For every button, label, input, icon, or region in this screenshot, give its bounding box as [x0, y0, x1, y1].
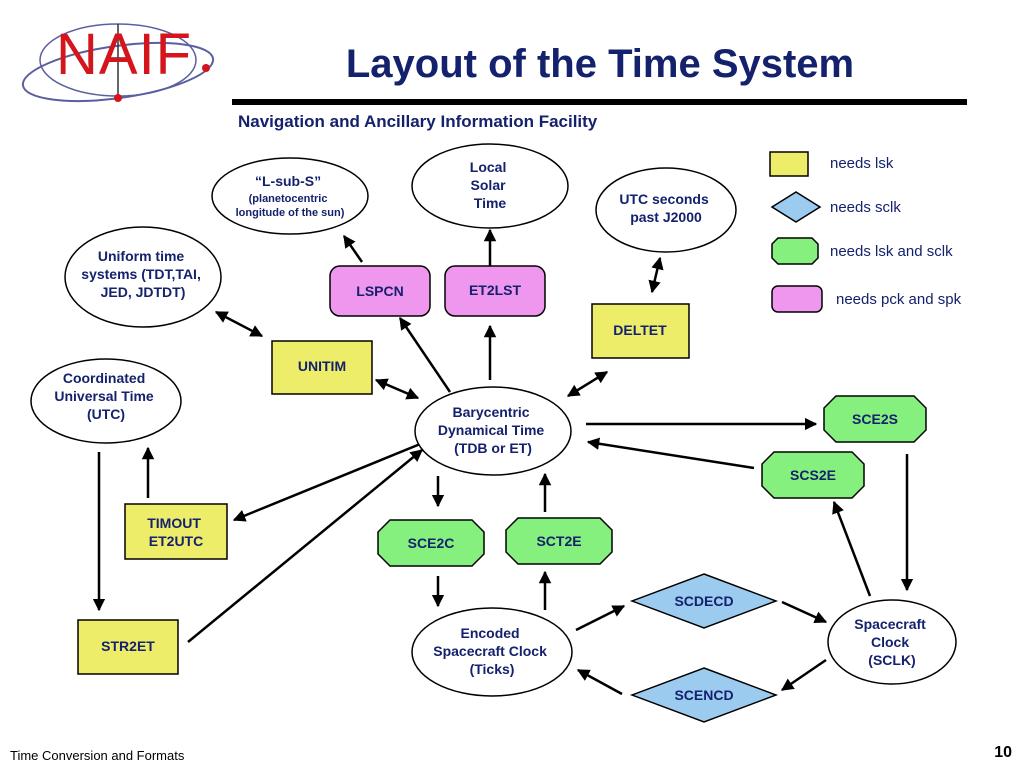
arrow-scdecd-sclk — [781, 600, 828, 624]
node-tdb — [414, 386, 572, 476]
node-et2lst — [444, 265, 546, 317]
arrow-str2et-tdb — [187, 449, 423, 643]
page-title: Layout of the Time System — [345, 42, 855, 86]
label-scencd: SCENCD — [674, 687, 733, 703]
node-local-solar — [411, 143, 569, 229]
arrow-unitim-tdb — [374, 378, 420, 400]
title-rule — [232, 99, 967, 105]
label-lspcn: LSPCN — [356, 283, 403, 299]
legend-label-lsk-sclk: needs lsk and sclk — [830, 243, 953, 260]
ellipse-nodes — [30, 143, 957, 697]
node-lspcn — [329, 265, 431, 317]
page-number: 10 — [994, 744, 1012, 761]
label-sct2e: SCT2E — [536, 533, 581, 549]
legend-pck-spk-swatch — [771, 285, 823, 313]
node-unitim — [271, 340, 373, 395]
node-utc — [30, 358, 182, 444]
label-str2et: STR2ET — [101, 638, 155, 654]
arrow-sclk-scencd — [780, 658, 827, 692]
arrow-scs2e-tdb — [586, 437, 755, 470]
sclk-nodes — [629, 573, 779, 723]
label-unitim: UNITIM — [298, 358, 346, 374]
legend-label-sclk: needs sclk — [830, 199, 901, 216]
node-deltet — [591, 303, 690, 359]
node-timout — [124, 503, 228, 560]
legend-lsk-swatch — [769, 151, 809, 177]
node-utc-seconds — [595, 167, 737, 253]
label-scdecd: SCDECD — [674, 593, 733, 609]
node-sce2c — [377, 519, 485, 567]
label-uniform: Uniform time systems (TDT,TAI, JED, JDTD… — [81, 248, 204, 300]
legend-label-pck-spk: needs pck and spk — [836, 291, 962, 308]
node-scencd — [629, 667, 779, 723]
label-timout: TIMOUT ET2UTC — [147, 515, 205, 549]
node-sclk — [827, 599, 957, 685]
node-uniform — [64, 226, 222, 328]
label-sclk: Spacecraft Clock (SCLK) — [854, 616, 929, 668]
legend-label-lsk: needs lsk — [830, 155, 894, 172]
arrow-scencd-encoded — [576, 668, 623, 696]
node-sct2e — [505, 517, 613, 565]
logo-text: NAIF — [56, 22, 193, 87]
label-local-solar: Local Solar Time — [470, 159, 510, 211]
arrow-deltet-tdb — [566, 370, 609, 398]
node-encoded — [411, 607, 573, 697]
arrows — [92, 228, 914, 696]
lsk-sclk-nodes — [377, 395, 927, 567]
label-utc: Coordinated Universal Time (UTC) — [54, 370, 157, 422]
arrow-tdb-lspcn — [398, 316, 452, 393]
naif-logo — [21, 23, 215, 103]
lsk-nodes — [77, 303, 690, 675]
legend — [769, 151, 823, 313]
arrow-encoded-scdecd — [575, 604, 626, 632]
arrow-sclk-scs2e — [832, 500, 872, 597]
node-scdecd — [629, 573, 779, 629]
label-encoded: Encoded Spacecraft Clock (Ticks) — [433, 625, 551, 677]
node-str2et — [77, 619, 179, 675]
legend-lsk-sclk-swatch — [771, 237, 819, 265]
arrow-lspcn-lsubs — [342, 234, 364, 263]
pck-spk-nodes — [329, 265, 546, 317]
node-sce2s — [823, 395, 927, 443]
node-labels: “L-sub-S” (planetocentric longitude of t… — [54, 159, 929, 703]
node-lsubs — [211, 157, 369, 235]
label-utc-seconds: UTC seconds past J2000 — [619, 191, 712, 225]
label-deltet: DELTET — [613, 322, 667, 338]
arrow-deltet-utcsec — [648, 256, 664, 294]
label-sce2c: SCE2C — [408, 535, 455, 551]
label-scs2e: SCS2E — [790, 467, 836, 483]
label-sce2s: SCE2S — [852, 411, 898, 427]
footer-section-title: Time Conversion and Formats — [10, 748, 185, 763]
label-tdb: Barycentric Dynamical Time (TDB or ET) — [438, 404, 548, 456]
arrow-tdb-timout — [232, 438, 431, 522]
label-lsubs: “L-sub-S” (planetocentric longitude of t… — [236, 173, 345, 219]
node-scs2e — [761, 451, 865, 499]
label-et2lst: ET2LST — [469, 282, 522, 298]
legend-sclk-swatch — [770, 191, 822, 223]
page-subtitle: Navigation and Ancillary Information Fac… — [238, 112, 598, 131]
arrow-uniform-unitim — [214, 310, 264, 338]
